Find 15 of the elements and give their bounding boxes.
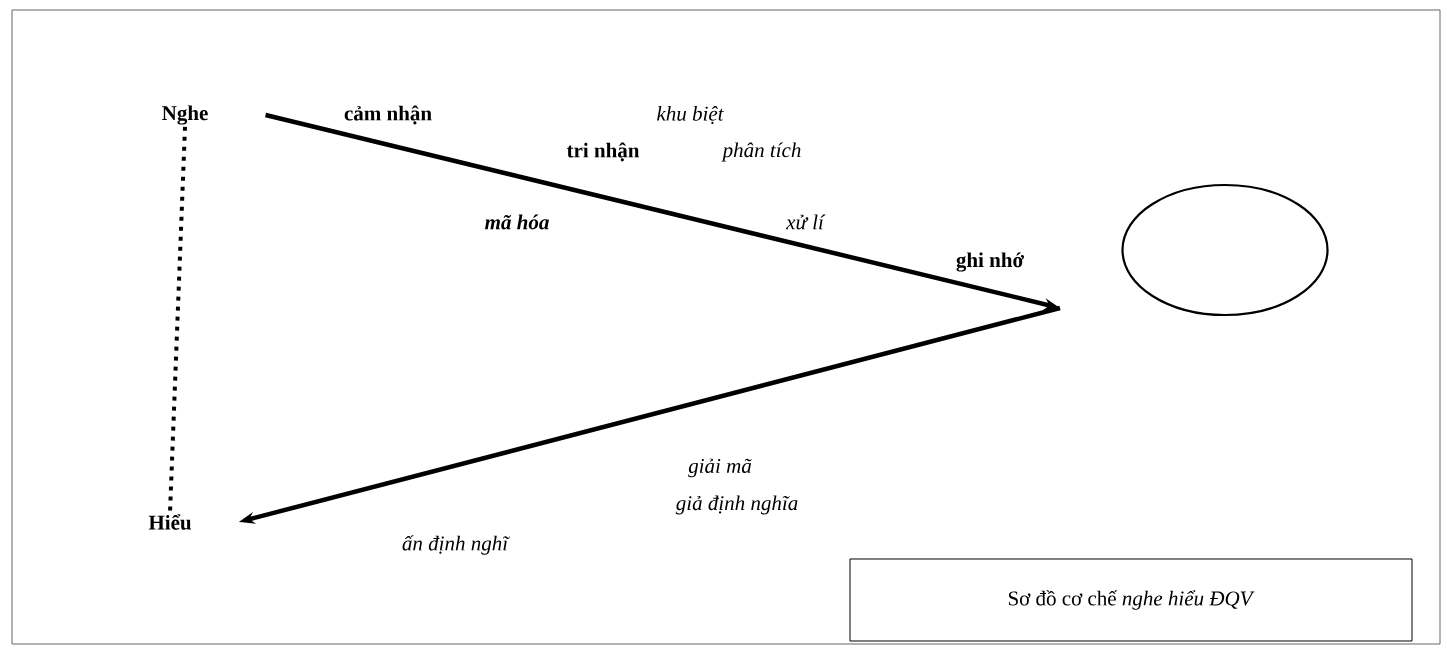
process-label: mã hóa xyxy=(485,214,549,230)
process-label: giả định nghĩa xyxy=(675,495,798,515)
process-label: khu biệt xyxy=(657,105,724,125)
process-label: phân tích xyxy=(721,142,801,162)
node-label: Nghe xyxy=(162,105,208,125)
process-label: tri nhận xyxy=(566,142,640,162)
process-label: cảm nhận xyxy=(344,105,432,125)
ellipse xyxy=(1121,183,1329,317)
process-label: ghi nhớ xyxy=(956,252,1024,272)
dotted-line xyxy=(168,126,187,513)
process-label: giải mã xyxy=(688,458,752,478)
process-label: xử lí xyxy=(785,214,826,230)
process-label: ấn định nghĩ xyxy=(402,535,510,555)
caption-box: Sơ đồ cơ chế nghe hiểu ĐQV xyxy=(849,558,1413,642)
node-label: Hiểu xyxy=(148,514,192,530)
